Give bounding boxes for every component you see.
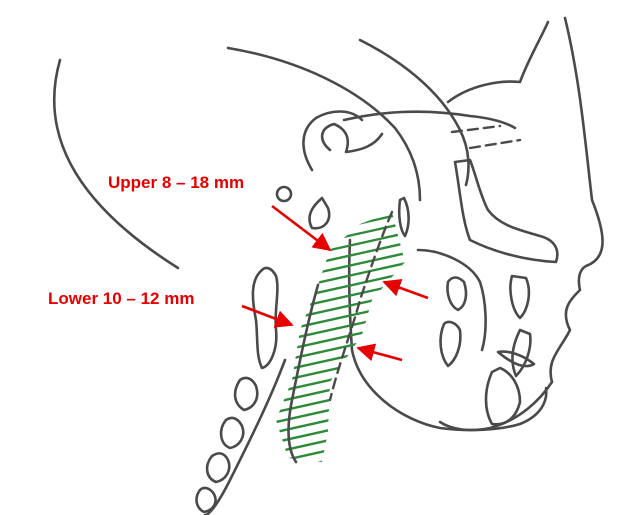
upper-molar [447, 278, 466, 311]
palate-plane-outline [344, 112, 515, 128]
frontal-bone-outline [448, 22, 548, 102]
lower-molar [441, 322, 461, 366]
ear-rod-ring [277, 187, 291, 201]
cranial-base-outline [54, 60, 178, 268]
orbit-floor-dashed [470, 140, 520, 148]
vertebra-c3 [235, 378, 257, 410]
airway-hatch [240, 190, 420, 500]
cervical-column-outline [205, 360, 285, 515]
sphenoid-outline [303, 112, 362, 171]
skull-vault-outline [228, 48, 420, 200]
anterior-lower-arrow [358, 348, 402, 360]
sella-outline [322, 124, 382, 152]
lower-airway-label: Lower 10 – 12 mm [48, 290, 194, 307]
upper-airway-label: Upper 8 – 18 mm [108, 174, 244, 191]
anterior-upper-arrow [384, 282, 428, 298]
maxilla-outline [455, 160, 557, 262]
upper-incisor [510, 276, 528, 318]
vertebra-c5 [207, 453, 229, 482]
lower-airway-arrow [242, 306, 292, 325]
vertebra-c4 [221, 418, 243, 448]
pterygomaxillary-fissure [309, 198, 329, 228]
pterygoid-plate [399, 198, 408, 236]
ramus-outline [418, 250, 486, 350]
